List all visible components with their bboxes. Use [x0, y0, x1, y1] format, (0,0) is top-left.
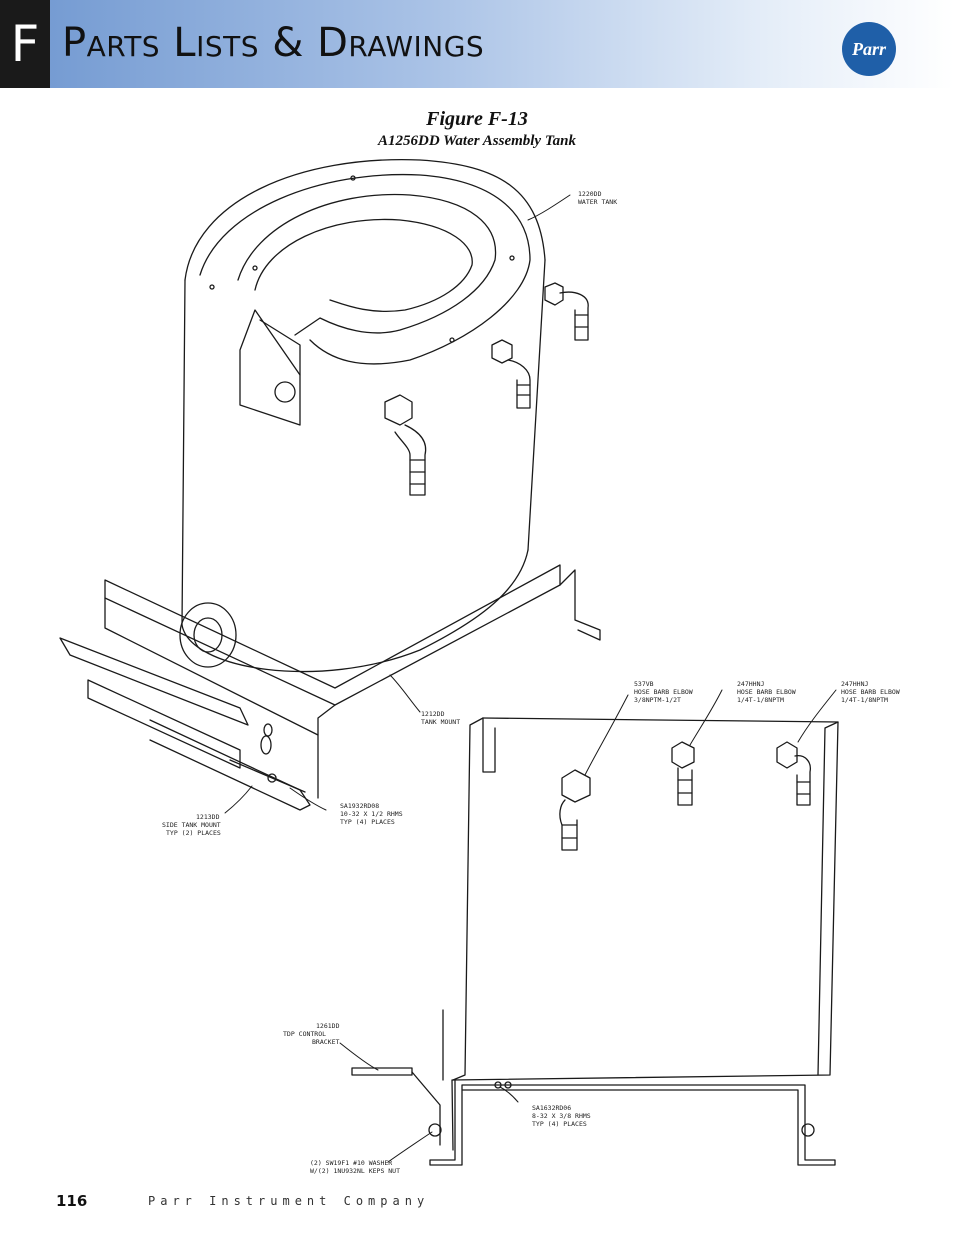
callout-washer-nut: (2) SW19F1 #10 WASHER W/(2) 1NU932NL KEP…	[310, 1159, 400, 1175]
logo-text: Parr	[851, 39, 887, 59]
callout-screw-10-32: SA1932RD08 10-32 X 1/2 RHMS TYP (4) PLAC…	[340, 802, 407, 826]
callout-screw-8-32: SA1632RD06 8-32 X 3/8 RHMS TYP (4) PLACE…	[532, 1104, 595, 1128]
tank-fittings	[384, 282, 589, 496]
callout-labels: 1220DD WATER TANK 1212DD TANK MOUNT SA19…	[162, 190, 904, 1175]
page-header: F Parts Lists & Drawings Parr	[0, 0, 954, 88]
callout-side-tank-mount: 1213DD SIDE TANK MOUNT TYP (2) PLACES	[162, 813, 225, 837]
callout-control-bracket: 1261DD TDP CONTROL BRACKET	[283, 1022, 343, 1046]
callout-hose-elbow-1: 247HHNJ HOSE BARB ELBOW 1/4T-1/8NPTM	[737, 680, 800, 704]
company-name: Parr Instrument Company	[148, 1194, 430, 1208]
water-tank-drawing	[179, 158, 546, 673]
figure-subtitle: A1256DD Water Assembly Tank	[378, 133, 576, 149]
callout-water-tank: 1220DD WATER TANK	[578, 190, 617, 206]
callout-hose-elbow-2: 247HHNJ HOSE BARB ELBOW 1/4T-1/8NPTM	[841, 680, 904, 704]
tank-mount-drawing	[59, 564, 601, 811]
callout-tank-mount: 1212DD TANK MOUNT	[421, 710, 460, 726]
figure-title: Figure F-13	[426, 108, 528, 130]
page-title: Parts Lists & Drawings	[62, 20, 485, 66]
assembly-drawing: 1220DD WATER TANK 1212DD TANK MOUNT SA19…	[59, 158, 904, 1175]
leader-lines	[224, 194, 837, 1163]
parr-logo: Parr	[842, 22, 896, 76]
page-number: 116	[56, 1192, 88, 1210]
callout-hose-elbow-3-8: 537VB HOSE BARB ELBOW 3/8NPTM-1/2T	[634, 680, 697, 704]
section-letter: F	[0, 0, 50, 88]
control-panel-drawing	[351, 717, 839, 1166]
